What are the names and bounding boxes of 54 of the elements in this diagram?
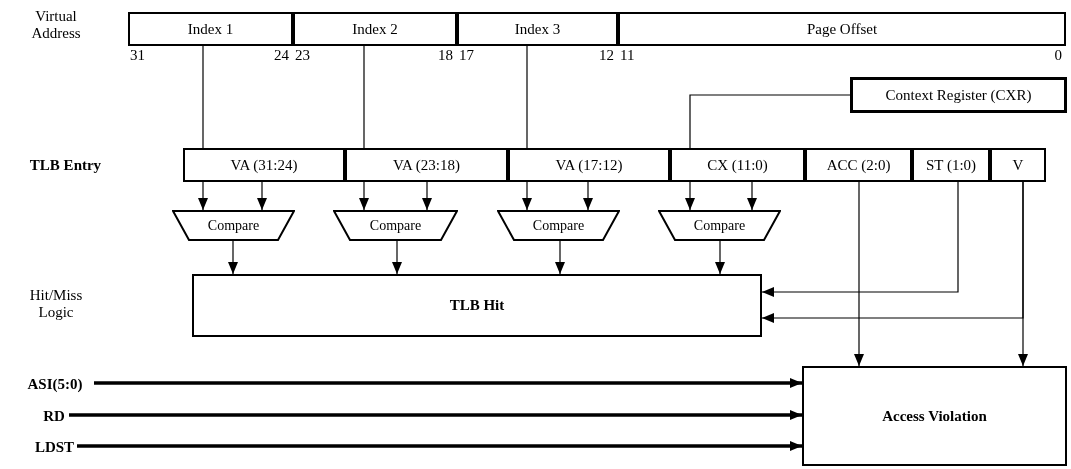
row-label: Virtual Address	[30, 8, 82, 42]
register-field: ACC (2:0)	[805, 148, 912, 182]
connector-line	[689, 94, 851, 149]
register-field: V	[990, 148, 1046, 182]
arrow	[77, 441, 802, 451]
register-field: Page Offset	[618, 12, 1066, 46]
bit-number: 11	[620, 47, 635, 63]
signal-name: LDST	[32, 437, 77, 457]
arrow	[761, 181, 959, 297]
arrow	[392, 240, 402, 275]
logic-block: Access Violation	[802, 366, 1067, 466]
arrow	[359, 181, 369, 211]
row-label: Hit/Miss Logic	[28, 287, 84, 321]
arrow	[198, 181, 208, 211]
arrow	[422, 181, 432, 211]
arrow	[555, 240, 565, 275]
register-field: VA (31:24)	[183, 148, 345, 182]
bit-number: 12	[599, 47, 614, 63]
bit-number: 23	[295, 47, 310, 63]
arrow	[94, 378, 802, 388]
register-field: VA (23:18)	[345, 148, 508, 182]
signal-name: RD	[39, 406, 69, 426]
comparator-label: Compare	[369, 217, 422, 234]
register-field: ST (1:0)	[912, 148, 990, 182]
bit-number: 31	[130, 47, 145, 63]
register-field: VA (17:12)	[508, 148, 670, 182]
arrow	[715, 240, 725, 275]
comparator-label: Compare	[693, 217, 746, 234]
arrow	[747, 181, 757, 211]
register-field: Index 3	[457, 12, 618, 46]
connector-line	[363, 45, 365, 149]
logic-block: TLB Hit	[192, 274, 762, 337]
bit-number: 24	[274, 47, 289, 63]
register-field: CX (11:0)	[670, 148, 805, 182]
comparator-label: Compare	[532, 217, 585, 234]
bit-number: 18	[438, 47, 453, 63]
bit-number: 0	[1054, 47, 1062, 63]
register-field: Index 2	[293, 12, 457, 46]
arrow	[685, 181, 695, 211]
arrow	[257, 181, 267, 211]
bit-number: 17	[459, 47, 474, 63]
arrow	[583, 181, 593, 211]
register-box: Context Register (CXR)	[850, 77, 1067, 113]
row-label: TLB Entry	[28, 157, 103, 174]
signal-name: ASI(5:0)	[16, 374, 94, 394]
arrow	[522, 181, 532, 211]
arrow	[854, 181, 864, 367]
arrow	[228, 240, 238, 275]
connector-line	[202, 45, 204, 149]
arrow	[69, 410, 802, 420]
connector-line	[526, 45, 528, 149]
arrow	[1018, 181, 1028, 367]
comparator-label: Compare	[207, 217, 260, 234]
register-field: Index 1	[128, 12, 293, 46]
